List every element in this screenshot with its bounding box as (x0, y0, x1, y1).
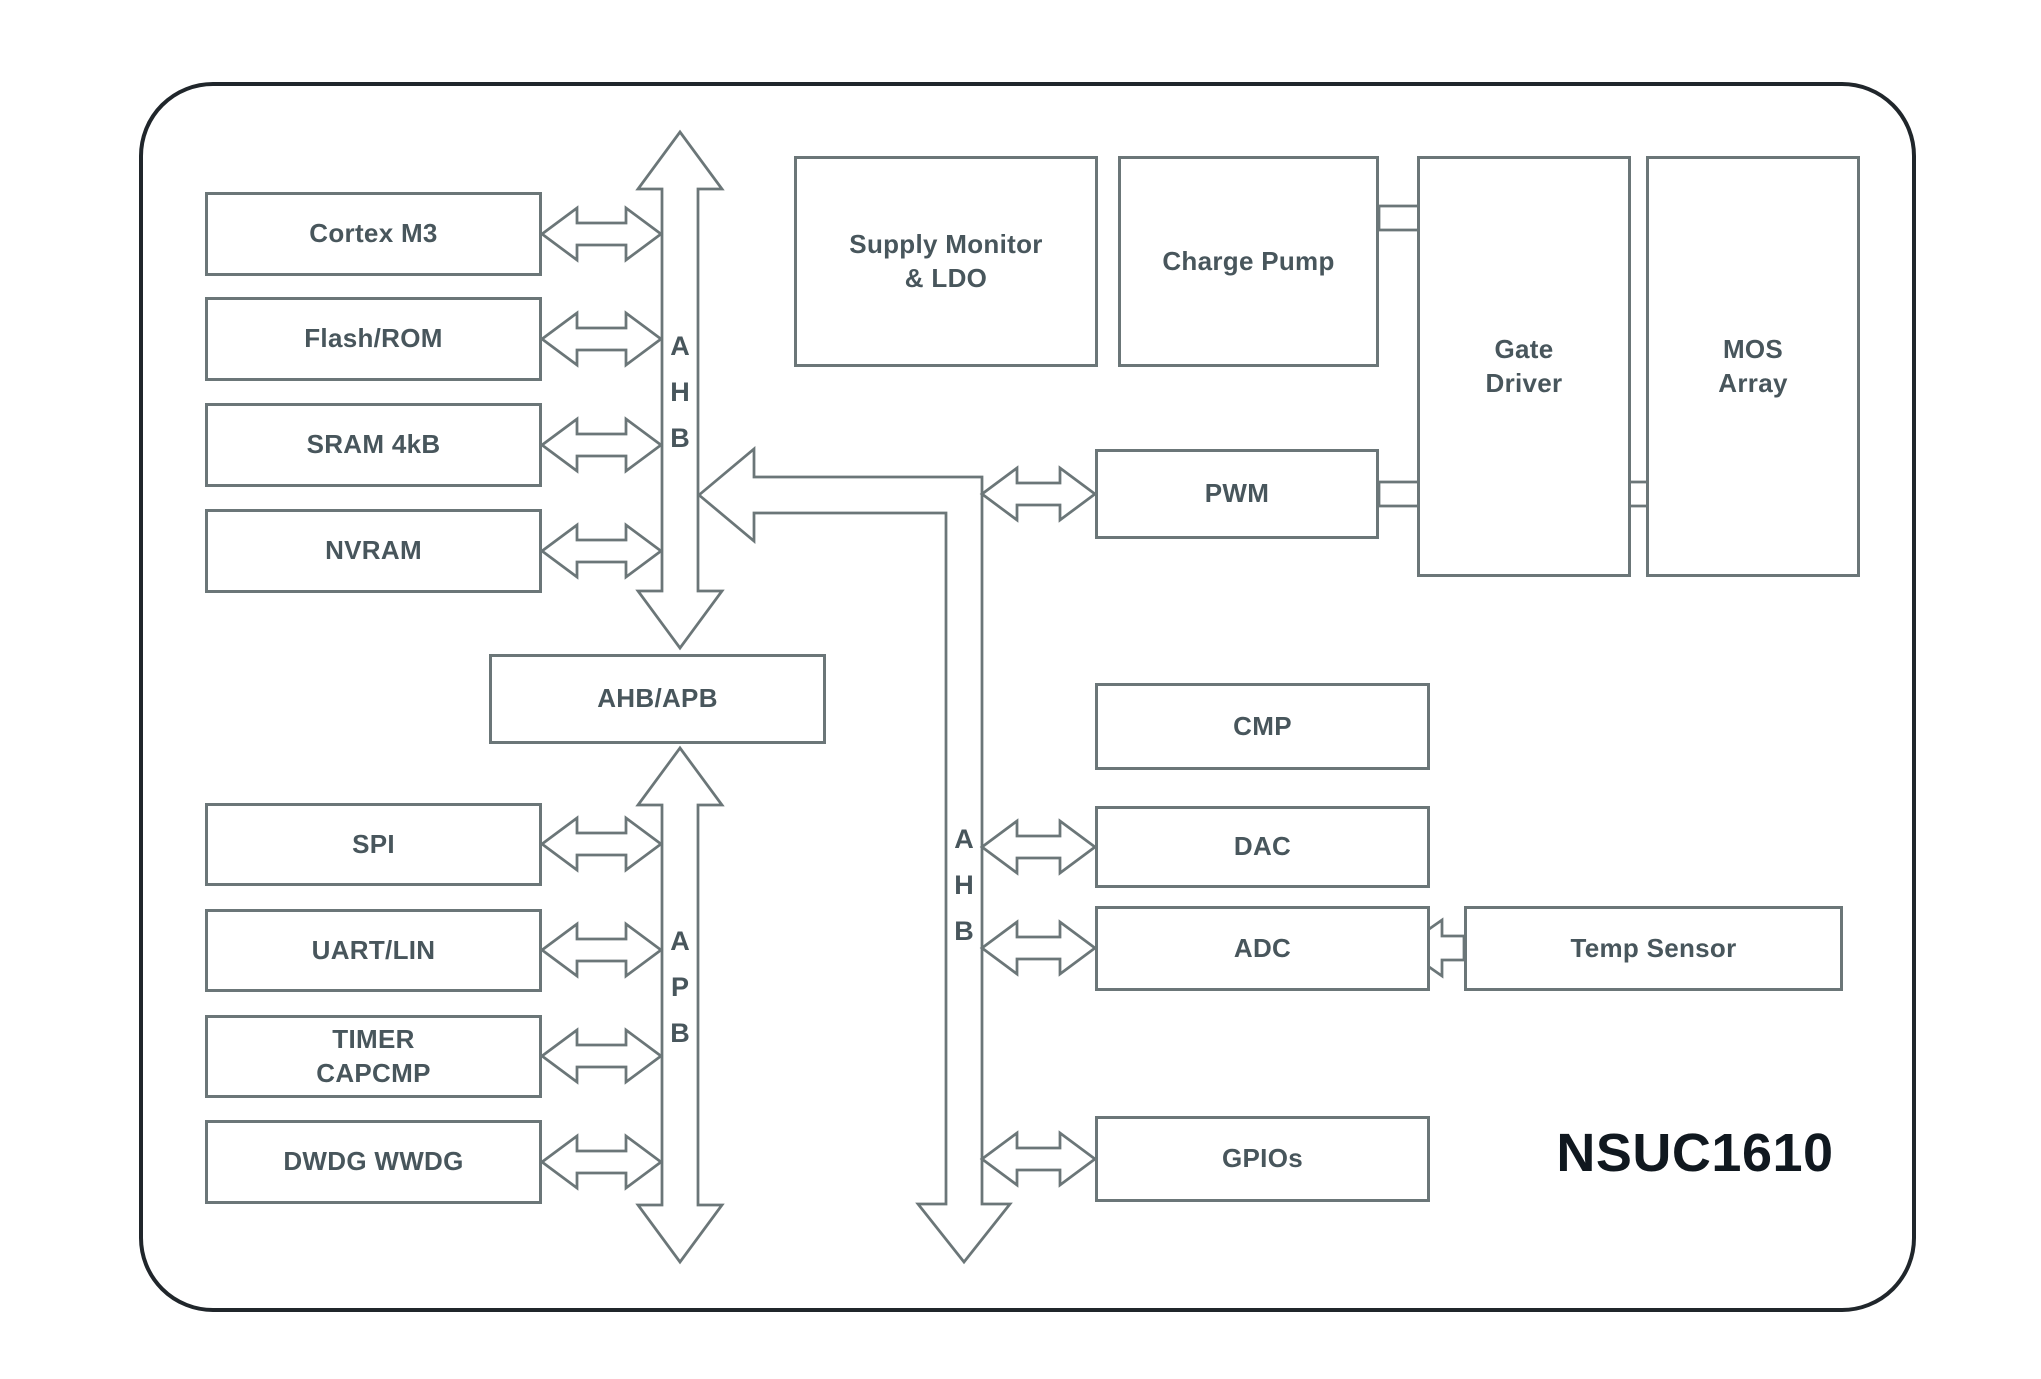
ahb-peripheral-bus-arrow (696, 446, 1013, 1265)
block-nvram: NVRAM (205, 509, 542, 593)
block-label: SRAM 4kB (306, 429, 441, 460)
bus-letter: A (670, 331, 690, 361)
arrow-flash-ahb (539, 310, 664, 368)
block-label: Driver (1485, 367, 1563, 398)
block-temp-sensor: Temp Sensor (1464, 906, 1843, 991)
block-label: Supply Monitor (849, 228, 1043, 259)
block-gpios: GPIOs (1095, 1116, 1430, 1202)
block-label: SPI (352, 828, 395, 859)
arrow-pwm-ahb (979, 465, 1098, 523)
arrow-cortex-ahb (539, 205, 664, 263)
block-timer-capcmp: TIMER CAPCMP (205, 1015, 542, 1098)
block-gate-driver: Gate Driver (1417, 156, 1631, 577)
apb-bus-arrow (635, 745, 725, 1265)
block-cortex-m3: Cortex M3 (205, 192, 542, 276)
block-spi: SPI (205, 803, 542, 886)
bus-letter: H (954, 870, 974, 900)
block-flash-rom: Flash/ROM (205, 297, 542, 381)
chip-name: NSUC1610 (1556, 1123, 1834, 1183)
block-pwm: PWM (1095, 449, 1379, 539)
chip-boundary (139, 82, 1916, 1312)
block-dac: DAC (1095, 806, 1430, 888)
bus-letter: P (670, 972, 689, 1002)
block-label: & LDO (904, 262, 988, 293)
arrow-uart-apb (539, 921, 664, 979)
ahb-peripheral-bus-label: A H B (939, 816, 989, 954)
block-label: AHB/APB (597, 683, 718, 714)
block-label: Cortex M3 (309, 218, 438, 249)
bus-letter: A (954, 824, 974, 854)
arrow-gpios-ahb (979, 1130, 1098, 1188)
arrow-dac-ahb (979, 818, 1098, 876)
arrow-sram-ahb (539, 416, 664, 474)
arrow-nvram-ahb (539, 522, 664, 580)
block-label: DWDG WWDG (283, 1146, 464, 1177)
block-sram: SRAM 4kB (205, 403, 542, 487)
block-label: Array (1718, 367, 1788, 398)
bus-letter: A (670, 926, 690, 956)
block-label: DAC (1233, 831, 1292, 862)
bus-letter: H (670, 377, 690, 407)
block-dwdg-wwdg: DWDG WWDG (205, 1120, 542, 1204)
block-mos-array: MOS Array (1646, 156, 1860, 577)
bus-letter: B (670, 423, 690, 453)
block-label: MOS (1722, 333, 1784, 364)
block-label: Gate (1494, 333, 1554, 364)
arrow-dwdg-apb (539, 1133, 664, 1191)
block-label: UART/LIN (311, 934, 436, 965)
block-cmp: CMP (1095, 683, 1430, 770)
block-label: Temp Sensor (1570, 932, 1737, 963)
block-charge-pump: Charge Pump (1118, 156, 1379, 367)
ahb-cpu-bus-arrow (635, 129, 725, 651)
apb-bus-label: A P B (655, 918, 705, 1056)
block-label: NVRAM (325, 535, 422, 566)
block-label: ADC (1233, 932, 1292, 963)
arrow-spi-apb (539, 815, 664, 873)
bus-letter: B (954, 916, 974, 946)
block-label: Charge Pump (1162, 245, 1335, 276)
block-label: CAPCMP (316, 1057, 431, 1088)
bus-letter: B (670, 1018, 690, 1048)
block-label: GPIOs (1222, 1143, 1303, 1174)
block-uart-lin: UART/LIN (205, 909, 542, 992)
block-label: TIMER (332, 1023, 415, 1054)
block-label: Flash/ROM (304, 323, 443, 354)
arrow-timer-apb (539, 1027, 664, 1085)
block-adc: ADC (1095, 906, 1430, 991)
block-label: PWM (1204, 478, 1270, 509)
block-supply-monitor-ldo: Supply Monitor & LDO (794, 156, 1098, 367)
block-ahb-apb-bridge: AHB/APB (489, 654, 826, 744)
ahb-cpu-bus-label: A H B (655, 323, 705, 461)
block-label: CMP (1233, 710, 1292, 741)
arrow-adc-ahb (979, 919, 1098, 977)
